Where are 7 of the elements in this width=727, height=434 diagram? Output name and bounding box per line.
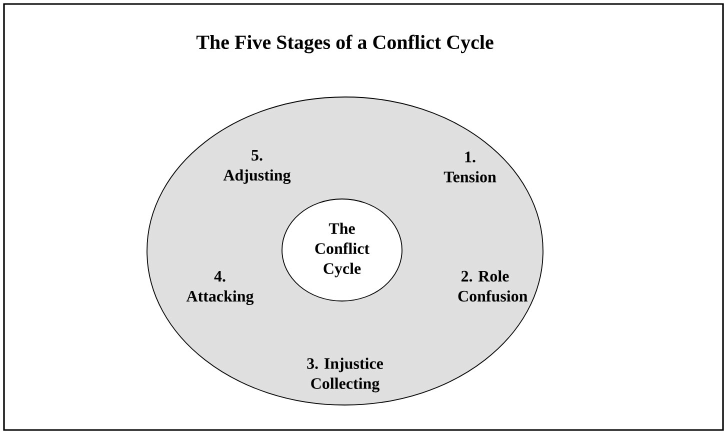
- stage-label: 4. Attacking: [186, 270, 254, 306]
- stage-label: 2. Role Confusion: [458, 270, 528, 302]
- stage-label: 1. Tension: [444, 152, 496, 182]
- stage-label: 5. Adjusting: [223, 150, 291, 184]
- stage-label: 3. Injustice Collecting: [307, 358, 384, 392]
- title: The Five Stages of a Conflict Cycle: [196, 34, 494, 54]
- cycle-ellipse: [146, 96, 544, 406]
